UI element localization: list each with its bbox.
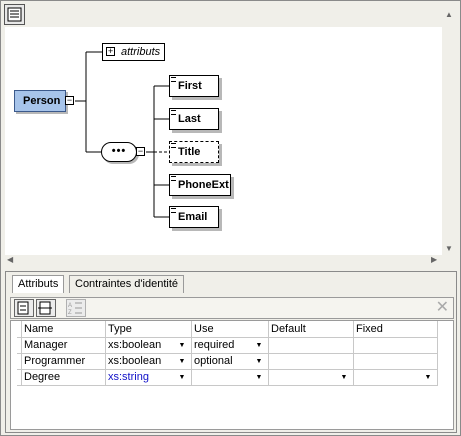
column-header-name: Name xyxy=(21,321,106,338)
element-first[interactable]: First xyxy=(169,75,219,97)
insert-attribute-button[interactable] xyxy=(36,299,56,317)
column-header-use: Use xyxy=(191,321,269,338)
attr-use-cell[interactable]: ▼ xyxy=(191,369,269,386)
collapse-sequence-button[interactable]: − xyxy=(136,146,145,156)
element-icon xyxy=(171,143,176,148)
table-row[interactable]: Manager xs:boolean ▼ required ▼ xyxy=(17,337,438,354)
tab-identity-constraints[interactable]: Contraintes d'identité xyxy=(69,275,184,293)
sort-icon: A Z xyxy=(68,302,82,316)
tab-attributes[interactable]: Attributs xyxy=(12,275,65,293)
scroll-down-icon[interactable]: ▼ xyxy=(445,244,453,253)
dropdown-arrow-icon[interactable]: ▼ xyxy=(340,373,348,381)
attributes-node[interactable]: + attributs xyxy=(102,43,165,61)
dropdown-arrow-icon[interactable]: ▼ xyxy=(255,373,263,381)
attr-default-cell[interactable] xyxy=(268,353,354,370)
root-element-person[interactable]: Person xyxy=(14,90,66,112)
table-row[interactable]: Degree xs:string ▼ ▼ ▼ ▼ xyxy=(17,369,438,386)
element-label: Last xyxy=(178,113,201,125)
attributes-label: attributs xyxy=(121,46,161,58)
scroll-left-icon[interactable]: ◀ xyxy=(7,255,14,264)
attr-use-value: optional xyxy=(194,355,233,367)
attr-fixed-cell[interactable]: ▼ xyxy=(353,369,438,386)
attributes-grid: Name Type Use Default Fixed Manager xs:b… xyxy=(10,320,454,430)
column-header-default: Default xyxy=(268,321,354,338)
sort-attributes-button[interactable]: A Z xyxy=(66,299,86,317)
collapse-person-button[interactable]: − xyxy=(65,95,74,105)
attributes-table: Name Type Use Default Fixed Manager xs:b… xyxy=(17,321,438,386)
sequence-compositor[interactable]: ••• xyxy=(101,142,137,162)
attr-default-cell[interactable] xyxy=(268,337,354,354)
attr-type-cell[interactable]: xs:boolean ▼ xyxy=(105,337,192,354)
attr-use-cell[interactable]: required ▼ xyxy=(191,337,269,354)
root-element-label: Person xyxy=(23,95,61,107)
vertical-scrollbar[interactable]: ▲ ▼ xyxy=(442,5,456,255)
attr-type-cell[interactable]: xs:string ▼ xyxy=(105,369,192,386)
column-header-fixed: Fixed xyxy=(353,321,438,338)
attr-type-value: xs:boolean xyxy=(108,355,162,367)
element-label: Email xyxy=(178,211,208,223)
tree-connectors xyxy=(75,51,169,218)
attr-type-value: xs:string xyxy=(108,371,149,383)
attr-name-cell[interactable]: Manager xyxy=(21,337,106,354)
attr-type-cell[interactable]: xs:boolean ▼ xyxy=(105,353,192,370)
details-panel: Attributs Contraintes d'identité A Z xyxy=(5,271,457,433)
table-header-row: Name Type Use Default Fixed xyxy=(17,321,438,338)
dropdown-arrow-icon[interactable]: ▼ xyxy=(178,341,186,349)
element-email[interactable]: Email xyxy=(169,206,219,228)
dropdown-arrow-icon[interactable]: ▼ xyxy=(178,373,186,381)
attr-default-cell[interactable]: ▼ xyxy=(268,369,354,386)
append-attribute-button[interactable] xyxy=(14,299,34,317)
diagram-canvas xyxy=(5,27,442,255)
display-toggle-button[interactable] xyxy=(4,4,25,25)
element-phoneext[interactable]: PhoneExt xyxy=(169,174,231,196)
element-last[interactable]: Last xyxy=(169,108,219,130)
element-title-optional[interactable]: Title xyxy=(169,141,219,163)
dropdown-arrow-icon[interactable]: ▼ xyxy=(255,341,263,349)
attr-use-cell[interactable]: optional ▼ xyxy=(191,353,269,370)
element-label: First xyxy=(178,80,202,92)
expand-attributes-button[interactable]: + xyxy=(106,46,115,56)
element-icon xyxy=(171,208,176,213)
element-icon xyxy=(171,110,176,115)
list-view-icon xyxy=(7,7,22,22)
scroll-up-icon[interactable]: ▲ xyxy=(445,10,453,19)
attr-fixed-cell[interactable] xyxy=(353,353,438,370)
attributes-toolbar: A Z ✕ xyxy=(10,297,454,319)
element-icon xyxy=(171,77,176,82)
dropdown-arrow-icon[interactable]: ▼ xyxy=(424,373,432,381)
scroll-right-icon[interactable]: ▶ xyxy=(431,255,438,264)
dropdown-arrow-icon[interactable]: ▼ xyxy=(178,357,186,365)
element-label: Title xyxy=(178,146,201,158)
attr-use-value: required xyxy=(194,339,235,351)
dropdown-arrow-icon[interactable]: ▼ xyxy=(255,357,263,365)
attr-name-cell[interactable]: Degree xyxy=(21,369,106,386)
horizontal-scrollbar[interactable]: ◀ ▶ xyxy=(5,255,442,265)
insert-row-icon xyxy=(38,301,52,315)
column-header-type: Type xyxy=(105,321,192,338)
svg-text:Z: Z xyxy=(68,310,72,316)
attr-name-cell[interactable]: Programmer xyxy=(21,353,106,370)
delete-attribute-icon[interactable]: ✕ xyxy=(435,299,449,316)
attr-type-value: xs:boolean xyxy=(108,339,162,351)
attr-fixed-cell[interactable] xyxy=(353,337,438,354)
table-row[interactable]: Programmer xs:boolean ▼ optional ▼ xyxy=(17,353,438,370)
element-label: PhoneExt xyxy=(178,179,229,191)
svg-text:A: A xyxy=(68,303,72,309)
append-row-icon xyxy=(17,301,29,315)
sequence-icon: ••• xyxy=(111,145,127,157)
element-icon xyxy=(171,176,176,181)
